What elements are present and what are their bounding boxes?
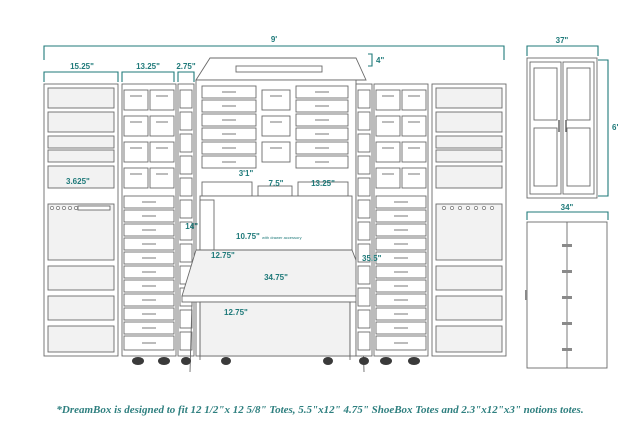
dim-left-door-width: 15.25" [70,62,94,71]
dim-drawer-accessory: 10.75" [236,232,260,241]
dim-tabletop-depth: 12.75" [211,251,235,260]
left-door-pegs [50,206,78,210]
dim-center-right: 13.25" [311,179,335,188]
dim-closed-height: 6' [612,123,618,132]
dim-table-height: 35.5" [362,254,382,263]
dim-drawer-accessory-note: with drawer accessory [262,235,302,240]
dim-center-small: 7.5" [269,179,284,188]
right-door-pegs [442,206,494,210]
closed-cabinet-front [526,57,598,199]
closed-cabinet-handles [558,120,567,132]
right-narrow-column [355,83,373,357]
right-cabinet-handles [382,95,420,344]
fold-out-table [181,249,371,373]
dim-lower-shelf-depth: 12.75" [224,308,248,317]
dimension-labels: 9' 15.25" 13.25" 2.75" 4" 37" 6' 34" 3.6… [66,35,618,317]
dim-top-height: 4" [376,56,384,65]
wheels [132,357,420,365]
dim-left-panel-height: 14" [185,222,198,231]
dreambox-diagram: 9' 15.25" 13.25" 2.75" 4" 37" 6' 34" 3.6… [43,35,618,373]
footnote-caption: *DreamBox is designed to fit 12 1/2"x 12… [56,404,584,416]
dim-left-cabinet-width: 13.25" [136,62,160,71]
closed-cabinet-side-hinges [525,244,572,351]
left-cabinet [121,83,177,357]
center-unit-handles [222,91,329,163]
dim-depth: 34" [561,203,574,212]
dim-narrow-column-width: 2.75" [176,62,196,71]
dim-closed-width: 37" [556,36,569,45]
dim-tabletop-width: 34.75" [264,273,288,282]
dim-total-width: 9' [271,35,277,44]
right-door [431,83,507,357]
left-door [43,83,119,357]
dim-upper-opening: 3'1" [239,169,254,178]
dim-door-shelf: 3.625" [66,177,90,186]
right-cabinet [373,83,429,357]
closed-cabinet-side [526,221,608,369]
left-cabinet-handles [130,95,168,344]
